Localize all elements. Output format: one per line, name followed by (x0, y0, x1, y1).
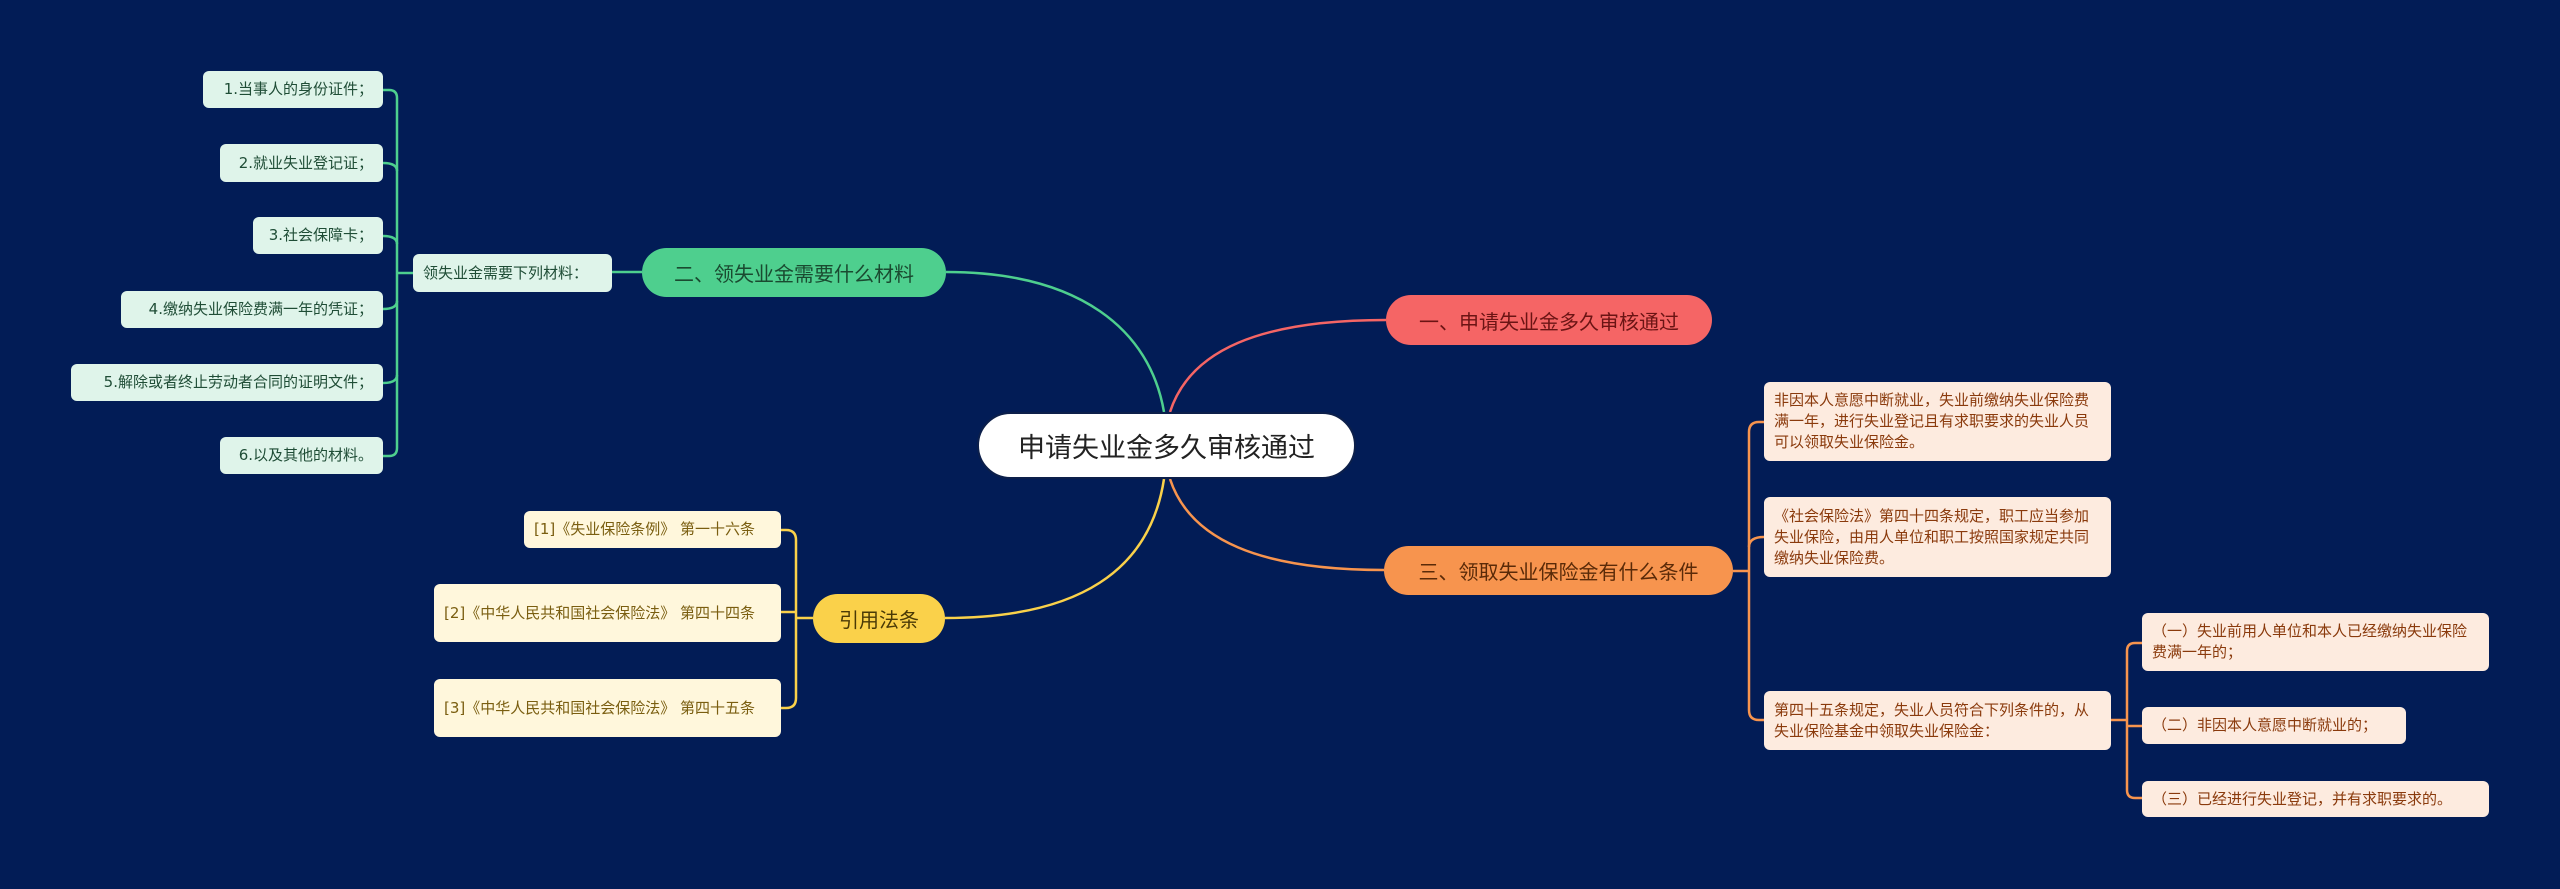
condition-note[interactable]: 第四十五条规定，失业人员符合下列条件的，从失业保险基金中领取失业保险金： (1764, 691, 2111, 750)
branch-conditions[interactable]: 三、领取失业保险金有什么条件 (1384, 546, 1733, 595)
branch-review-time[interactable]: 一、申请失业金多久审核通过 (1386, 295, 1712, 345)
root-topic-label: 申请失业金多久审核通过 (1018, 433, 1315, 464)
material-item[interactable]: 3.社会保障卡； (253, 217, 383, 254)
condition-note[interactable]: 《社会保险法》第四十四条规定，职工应当参加失业保险，由用人单位和职工按照国家规定… (1764, 497, 2111, 577)
branch-materials[interactable]: 二、领失业金需要什么材料 (642, 248, 946, 297)
condition-item[interactable]: （二）非因本人意愿中断就业的； (2142, 707, 2406, 744)
root-topic[interactable]: 申请失业金多久审核通过 (977, 412, 1356, 479)
condition-item[interactable]: （一）失业前用人单位和本人已经缴纳失业保险费满一年的； (2142, 613, 2489, 671)
material-item[interactable]: 6.以及其他的材料。 (220, 437, 383, 474)
material-item[interactable]: 1.当事人的身份证件； (203, 71, 383, 108)
branch-review-time-label: 一、申请失业金多久审核通过 (1419, 309, 1679, 334)
reference-item[interactable]: [2]《中华人民共和国社会保险法》 第四十四条 (434, 584, 781, 642)
branch-references-label: 引用法条 (839, 608, 919, 632)
branch-conditions-label: 三、领取失业保险金有什么条件 (1418, 560, 1699, 584)
branch-references[interactable]: 引用法条 (813, 594, 945, 643)
material-item[interactable]: 4.缴纳失业保险费满一年的凭证； (121, 291, 383, 328)
reference-item[interactable]: [3]《中华人民共和国社会保险法》 第四十五条 (434, 679, 781, 737)
material-item[interactable]: 5.解除或者终止劳动者合同的证明文件； (71, 364, 383, 401)
material-item[interactable]: 2.就业失业登记证； (220, 144, 383, 182)
branch-materials-label: 二、领失业金需要什么材料 (674, 262, 914, 286)
reference-item[interactable]: [1]《失业保险条例》 第一十六条 (524, 511, 781, 548)
condition-note[interactable]: 非因本人意愿中断就业，失业前缴纳失业保险费满一年，进行失业登记且有求职要求的失业… (1764, 382, 2111, 461)
materials-intro[interactable]: 领失业金需要下列材料： (413, 254, 612, 292)
condition-item[interactable]: （三）已经进行失业登记，并有求职要求的。 (2142, 781, 2489, 817)
